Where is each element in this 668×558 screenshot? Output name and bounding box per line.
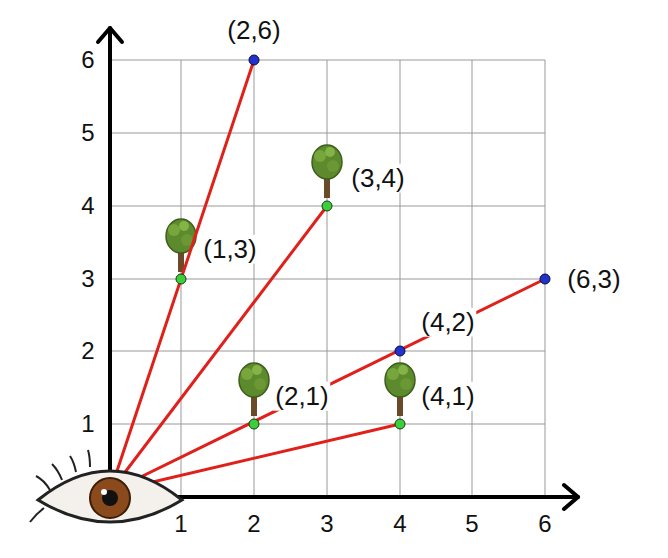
point-label: (2,1) <box>273 382 330 411</box>
x-tick-label: 6 <box>538 511 551 537</box>
points <box>176 55 550 429</box>
point-label: (4,1) <box>419 382 476 411</box>
point-label: (6,3) <box>565 265 622 294</box>
y-tick-label: 6 <box>81 47 94 73</box>
x-tick-label: 5 <box>465 511 478 537</box>
point-label: (4,2) <box>419 308 476 337</box>
y-tick-label: 1 <box>81 411 94 437</box>
grid <box>110 60 545 497</box>
point-label: (2,6) <box>225 16 282 45</box>
eye <box>30 450 182 522</box>
point-label: (3,4) <box>349 164 406 193</box>
y-tick-label: 2 <box>81 338 94 364</box>
sight-lines <box>110 60 545 492</box>
y-tick-label: 4 <box>81 193 94 219</box>
point-label: (1,3) <box>201 235 258 264</box>
y-tick-label: 3 <box>81 266 94 292</box>
axes <box>98 28 578 509</box>
trees <box>166 145 415 416</box>
x-tick-label: 3 <box>320 511 333 537</box>
x-tick-label: 2 <box>247 511 260 537</box>
y-tick-label: 5 <box>81 120 94 146</box>
x-tick-label: 4 <box>393 511 406 537</box>
x-tick-label: 1 <box>174 511 187 537</box>
